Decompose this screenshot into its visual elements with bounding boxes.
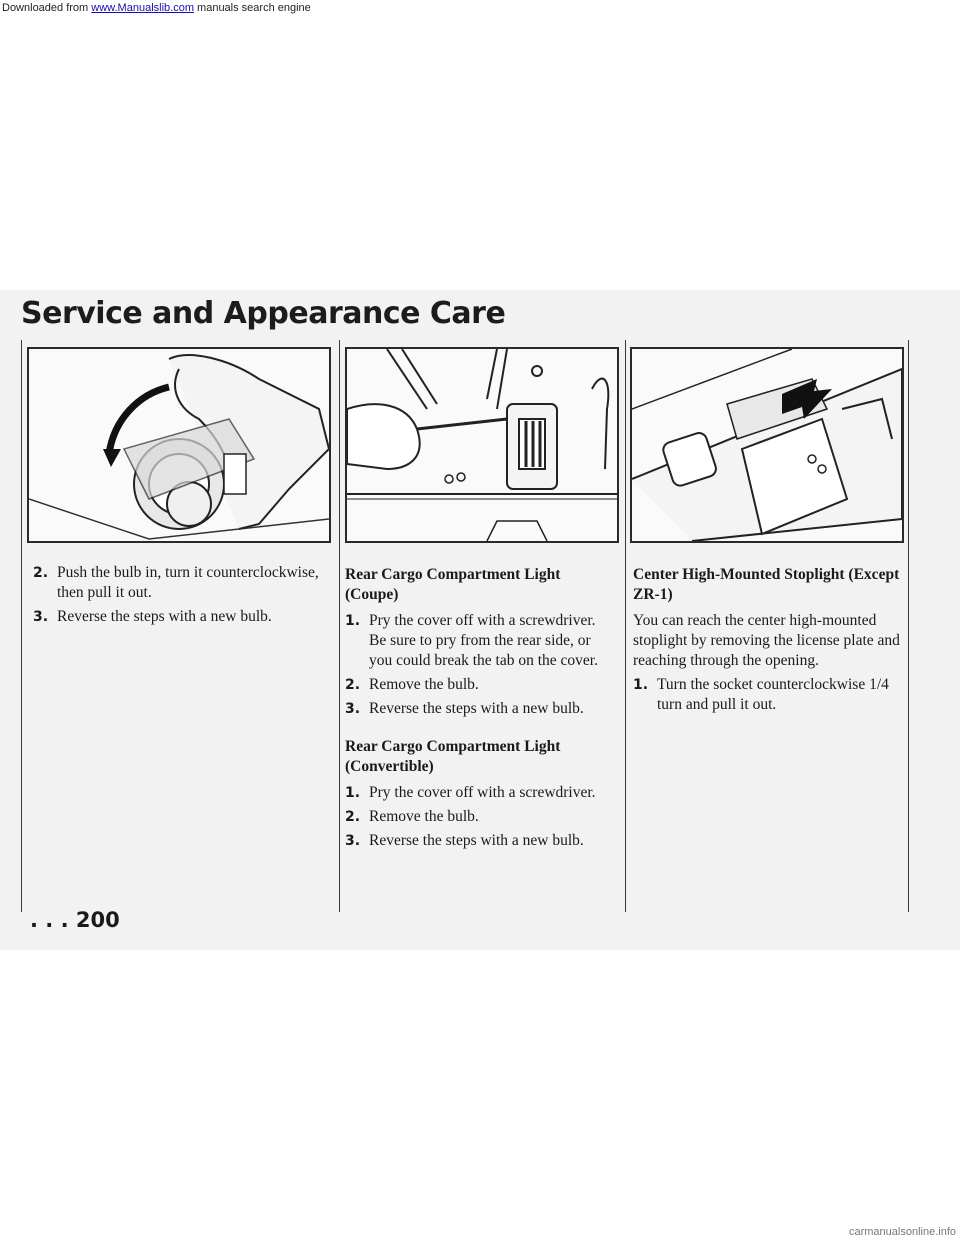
- step-number: 1.: [633, 677, 649, 693]
- column-divider: [21, 340, 22, 912]
- step-item: 3. Reverse the steps with a new bulb.: [33, 607, 323, 627]
- site-watermark: carmanualsonline.info: [848, 1226, 956, 1238]
- step-item: 1. Turn the socket counterclockwise 1/4 …: [633, 675, 901, 715]
- step-item: 1. Pry the cover off with a screwdriver.…: [345, 611, 610, 671]
- download-watermark: Downloaded from www.Manualslib.com manua…: [2, 2, 311, 14]
- column-1-text: 2. Push the bulb in, turn it countercloc…: [33, 563, 323, 631]
- step-text: Turn the socket counterclockwise 1/4 tur…: [657, 676, 889, 713]
- step-text: Reverse the steps with a new bulb.: [369, 700, 584, 717]
- step-item: 2. Remove the bulb.: [345, 807, 610, 827]
- step-item: 2. Remove the bulb.: [345, 675, 610, 695]
- stoplight-access-illustration: [630, 347, 904, 543]
- page-title: Service and Appearance Care: [21, 296, 506, 331]
- step-number: 1.: [345, 785, 361, 801]
- step-number: 2.: [345, 809, 361, 825]
- step-number: 3.: [33, 609, 49, 625]
- bulb-removal-illustration: [27, 347, 331, 543]
- step-item: 3. Reverse the steps with a new bulb.: [345, 699, 610, 719]
- step-text: Remove the bulb.: [369, 676, 479, 693]
- step-text: Reverse the steps with a new bulb.: [369, 832, 584, 849]
- section-heading-convertible: Rear Cargo Compartment Light (Convertibl…: [345, 738, 561, 775]
- section-heading-coupe: Rear Cargo Compartment Light (Coupe): [345, 566, 561, 603]
- step-item: 2. Push the bulb in, turn it countercloc…: [33, 563, 323, 603]
- step-text: Remove the bulb.: [369, 808, 479, 825]
- cargo-light-pry-illustration: [345, 347, 619, 543]
- step-number: 2.: [33, 565, 49, 581]
- step-item: 3. Reverse the steps with a new bulb.: [345, 831, 610, 851]
- column-2-text: Rear Cargo Compartment Light (Coupe) 1. …: [345, 565, 610, 855]
- column-3-text: Center High-Mounted Stoplight (Except ZR…: [633, 565, 901, 719]
- step-text: Pry the cover off with a screwdriver. Be…: [369, 612, 598, 669]
- step-number: 3.: [345, 833, 361, 849]
- column-divider: [625, 340, 626, 912]
- step-text: Reverse the steps with a new bulb.: [57, 608, 272, 625]
- step-item: 1. Pry the cover off with a screwdriver.: [345, 783, 610, 803]
- step-text: Pry the cover off with a screwdriver.: [369, 784, 596, 801]
- step-number: 3.: [345, 701, 361, 717]
- step-text: Push the bulb in, turn it counterclockwi…: [57, 564, 319, 601]
- section-heading-stoplight: Center High-Mounted Stoplight (Except ZR…: [633, 566, 900, 603]
- manualslib-link[interactable]: www.Manualslib.com: [91, 2, 194, 14]
- intro-paragraph: You can reach the center high-mounted st…: [633, 612, 900, 669]
- page-number: . . . 200: [30, 908, 120, 932]
- step-number: 1.: [345, 613, 361, 629]
- column-divider: [908, 340, 909, 912]
- step-number: 2.: [345, 677, 361, 693]
- column-divider: [339, 340, 340, 912]
